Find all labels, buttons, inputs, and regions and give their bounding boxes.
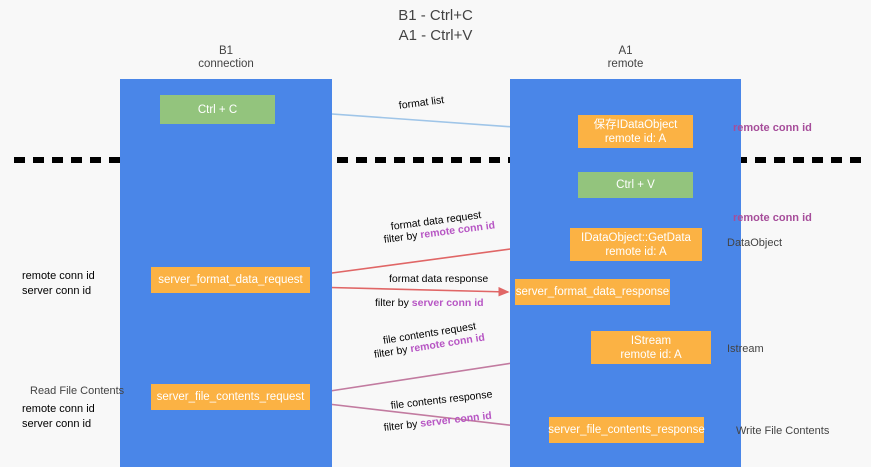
edge-format-data-response <box>310 286 510 297</box>
lane-header-a1: A1 remote <box>510 45 741 71</box>
node-idataobject-saved[interactable]: 保存IDataObject remote id: A <box>578 115 693 148</box>
node-server-format-data-response[interactable]: server_format_data_response <box>515 279 670 305</box>
filter-key-server-conn-id: server conn id <box>411 297 484 309</box>
node-getdata-line2: remote id: A <box>605 245 667 258</box>
node-istream-line2: remote id: A <box>620 348 682 361</box>
page-title: B1 - Ctrl+C A1 - Ctrl+V <box>0 6 871 46</box>
node-getdata-line1: IDataObject::GetData <box>581 231 691 244</box>
node-idataobject-line1: 保存IDataObject <box>593 118 678 131</box>
annotation-left-conn-ids-2: remote conn id server conn id <box>22 402 95 432</box>
annotation-left-remote-conn-id-1: remote conn id <box>22 270 95 282</box>
node-server-format-data-request[interactable]: server_format_data_request <box>151 267 310 293</box>
annotation-left-remote-conn-id-2: remote conn id <box>22 403 95 415</box>
lane-header-b1: B1 connection <box>120 45 332 71</box>
annotation-right-istream: Istream <box>727 343 764 355</box>
lane-b1-title: B1 <box>218 45 234 57</box>
annotation-left-server-conn-id-2: server conn id <box>22 418 92 430</box>
annotation-left-read-file-contents: Read File Contents <box>30 385 125 397</box>
annotation-right-write-file-contents: Write File Contents <box>736 425 830 437</box>
edge-label-format-data-response-filter: filter by server conn id <box>375 296 484 310</box>
edge-label-format-data-response-text: format data response <box>389 273 489 285</box>
annotation-left-server-conn-id-1: server conn id <box>22 285 92 297</box>
edge-file-contents-response <box>310 401 545 433</box>
title-line-2: A1 - Ctrl+V <box>398 27 473 44</box>
node-istream[interactable]: IStream remote id: A <box>591 331 711 364</box>
edge-label-format-data-response: format data response <box>389 272 488 286</box>
node-ctrl-v[interactable]: Ctrl + V <box>578 172 693 198</box>
annotation-right-remote-conn-id-2: remote conn id <box>733 212 812 224</box>
node-server-file-contents-request[interactable]: server_file_contents_request <box>151 384 310 410</box>
annotation-right-remote-conn-id-1: remote conn id <box>733 122 812 134</box>
node-ctrl-c[interactable]: Ctrl + C <box>160 95 275 124</box>
lane-b1-subtitle: connection <box>198 58 254 70</box>
title-line-1: B1 - Ctrl+C <box>398 7 473 24</box>
node-idataobject-getdata[interactable]: IDataObject::GetData remote id: A <box>570 228 702 261</box>
node-server-format-data-response-label: server_format_data_response <box>515 286 670 298</box>
node-server-file-contents-response-label: server_file_contents_response <box>548 424 705 436</box>
filter-prefix: filter by <box>375 297 412 309</box>
annotation-left-conn-ids-1: remote conn id server conn id <box>22 269 95 299</box>
lane-a1-subtitle: remote <box>607 58 644 70</box>
node-istream-line1: IStream <box>630 334 672 347</box>
lane-a1-title: A1 <box>618 45 633 57</box>
node-ctrl-v-label: Ctrl + V <box>616 179 655 191</box>
node-server-format-data-request-label: server_format_data_request <box>158 274 303 286</box>
node-server-file-contents-request-label: server_file_contents_request <box>156 391 305 403</box>
node-ctrl-c-label: Ctrl + C <box>197 103 238 116</box>
node-server-file-contents-response[interactable]: server_file_contents_response <box>548 417 705 443</box>
node-idataobject-line2: remote id: A <box>604 132 667 145</box>
annotation-right-dataobject: DataObject <box>727 237 783 249</box>
